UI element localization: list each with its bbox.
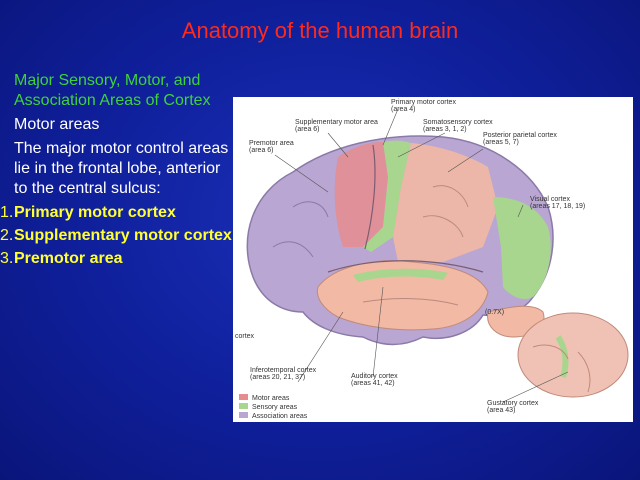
brain-diagram: Primary motor cortex (area 4) Supplement… xyxy=(235,99,629,420)
brain-figure: Primary motor cortex (area 4) Supplement… xyxy=(233,97,633,422)
label-cortex-fragment: cortex xyxy=(235,333,255,340)
legend: Motor areas Sensory areas Association ar… xyxy=(239,394,308,420)
list-item: 1.Primary motor cortex xyxy=(0,204,176,221)
label-posterior-parietal-area: (areas 5, 7) xyxy=(483,139,519,146)
label-supplementary-area: (area 6) xyxy=(295,126,320,133)
brain-inset xyxy=(517,312,629,398)
label-primary-motor: Primary motor cortex xyxy=(391,99,456,106)
subheading: Motor areas xyxy=(14,116,100,133)
label-primary-motor-area: (area 4) xyxy=(391,106,416,113)
legend-label-association: Association areas xyxy=(252,413,308,420)
body-text: The major motor control areas lie in the… xyxy=(14,140,229,197)
legend-swatch-sensory xyxy=(239,403,248,409)
label-supplementary: Supplementary motor area xyxy=(295,119,378,126)
label-somatosensory: Somatosensory cortex xyxy=(423,119,493,126)
legend-label-motor: Motor areas xyxy=(252,395,290,402)
label-scale: (0.7X) xyxy=(485,309,504,316)
label-somatosensory-area: (areas 3, 1, 2) xyxy=(423,126,467,133)
label-premotor-area: (area 6) xyxy=(249,147,274,154)
legend-label-sensory: Sensory areas xyxy=(252,404,298,411)
brain-lateral-view xyxy=(246,135,554,346)
legend-swatch-motor xyxy=(239,394,248,400)
slide-title: Anatomy of the human brain xyxy=(181,18,459,43)
label-visual: Visual cortex xyxy=(530,196,570,203)
label-posterior-parietal: Posterior parietal cortex xyxy=(483,132,557,139)
label-auditory-area: (areas 41, 42) xyxy=(351,380,395,387)
list-item: 2.Supplementary motor cortex xyxy=(0,227,232,244)
text-column: Major Sensory, Motor, and Association Ar… xyxy=(0,71,234,272)
section-heading: Major Sensory, Motor, and Association Ar… xyxy=(14,72,211,109)
motor-area-list: 1.Primary motor cortex 2.Supplementary m… xyxy=(0,203,234,269)
list-item: 3.Premotor area xyxy=(0,250,123,267)
label-auditory: Auditory cortex xyxy=(351,373,398,380)
label-visual-area: (areas 17, 18, 19) xyxy=(530,203,585,210)
legend-swatch-association xyxy=(239,412,248,418)
label-gustatory: Gustatory cortex xyxy=(487,400,539,407)
label-inferotemporal-area: (areas 20, 21, 37) xyxy=(250,374,305,381)
label-premotor: Premotor area xyxy=(249,140,294,147)
leader-lines xyxy=(274,108,569,403)
label-gustatory-area: (area 43) xyxy=(487,407,515,414)
label-inferotemporal: Inferotemporal cortex xyxy=(250,367,317,374)
